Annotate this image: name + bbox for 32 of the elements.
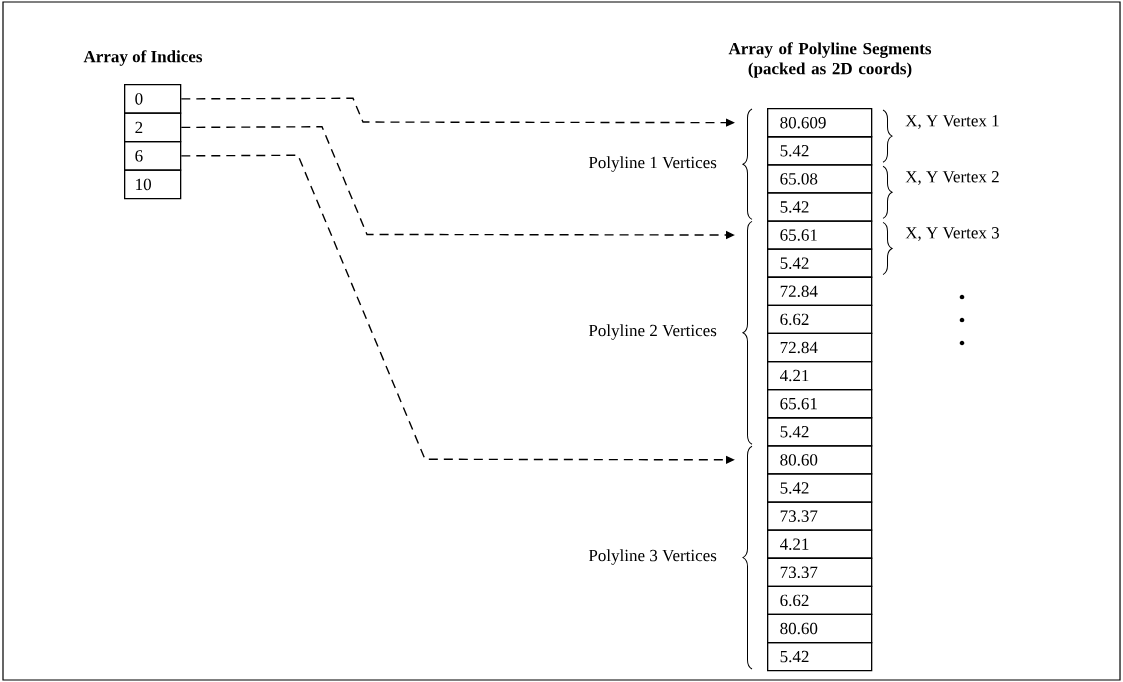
index-cell: 10 <box>124 169 182 200</box>
index-cell: 2 <box>124 112 182 143</box>
array-cell: 5.42 <box>767 136 873 166</box>
array-cell: 72.84 <box>767 276 873 306</box>
brace-label: X, Y Vertex 3 <box>905 227 999 241</box>
brace-label: Polyline 3 Vertices <box>588 549 717 565</box>
brace-label: X, Y Vertex 1 <box>905 115 999 129</box>
array-cell: 65.61 <box>767 389 873 419</box>
array-cell: 80.60 <box>767 613 873 644</box>
array-cell: 5.42 <box>767 248 873 278</box>
array-cell: 6.62 <box>767 585 873 616</box>
array-cell: 5.42 <box>767 641 873 672</box>
array-cell: 65.08 <box>767 164 873 194</box>
index-cell: 6 <box>124 141 182 171</box>
array-cell: 4.21 <box>767 529 873 559</box>
array-cell: 80.60 <box>767 445 873 475</box>
array-cell: 4.21 <box>767 360 873 391</box>
heading: Array of Polyline Segments (packed as 2D coords) <box>728 42 932 78</box>
brace-label: Polyline 1 Vertices <box>588 156 717 172</box>
heading: Array of Indices <box>83 50 203 66</box>
array-cell: 65.61 <box>767 220 873 250</box>
brace-label: Polyline 2 Vertices <box>588 324 717 340</box>
array-cell: 73.37 <box>767 557 873 587</box>
array-cell: 73.37 <box>767 501 873 531</box>
array-cell: 5.42 <box>767 473 873 503</box>
array-cell: 6.62 <box>767 304 873 335</box>
array-cell: 5.42 <box>767 192 873 222</box>
array-cell: 80.609 <box>767 108 873 138</box>
index-cell: 0 <box>124 84 182 114</box>
array-cell: 72.84 <box>767 332 873 363</box>
array-cell: 5.42 <box>767 417 873 447</box>
brace-label: X, Y Vertex 2 <box>905 171 999 185</box>
